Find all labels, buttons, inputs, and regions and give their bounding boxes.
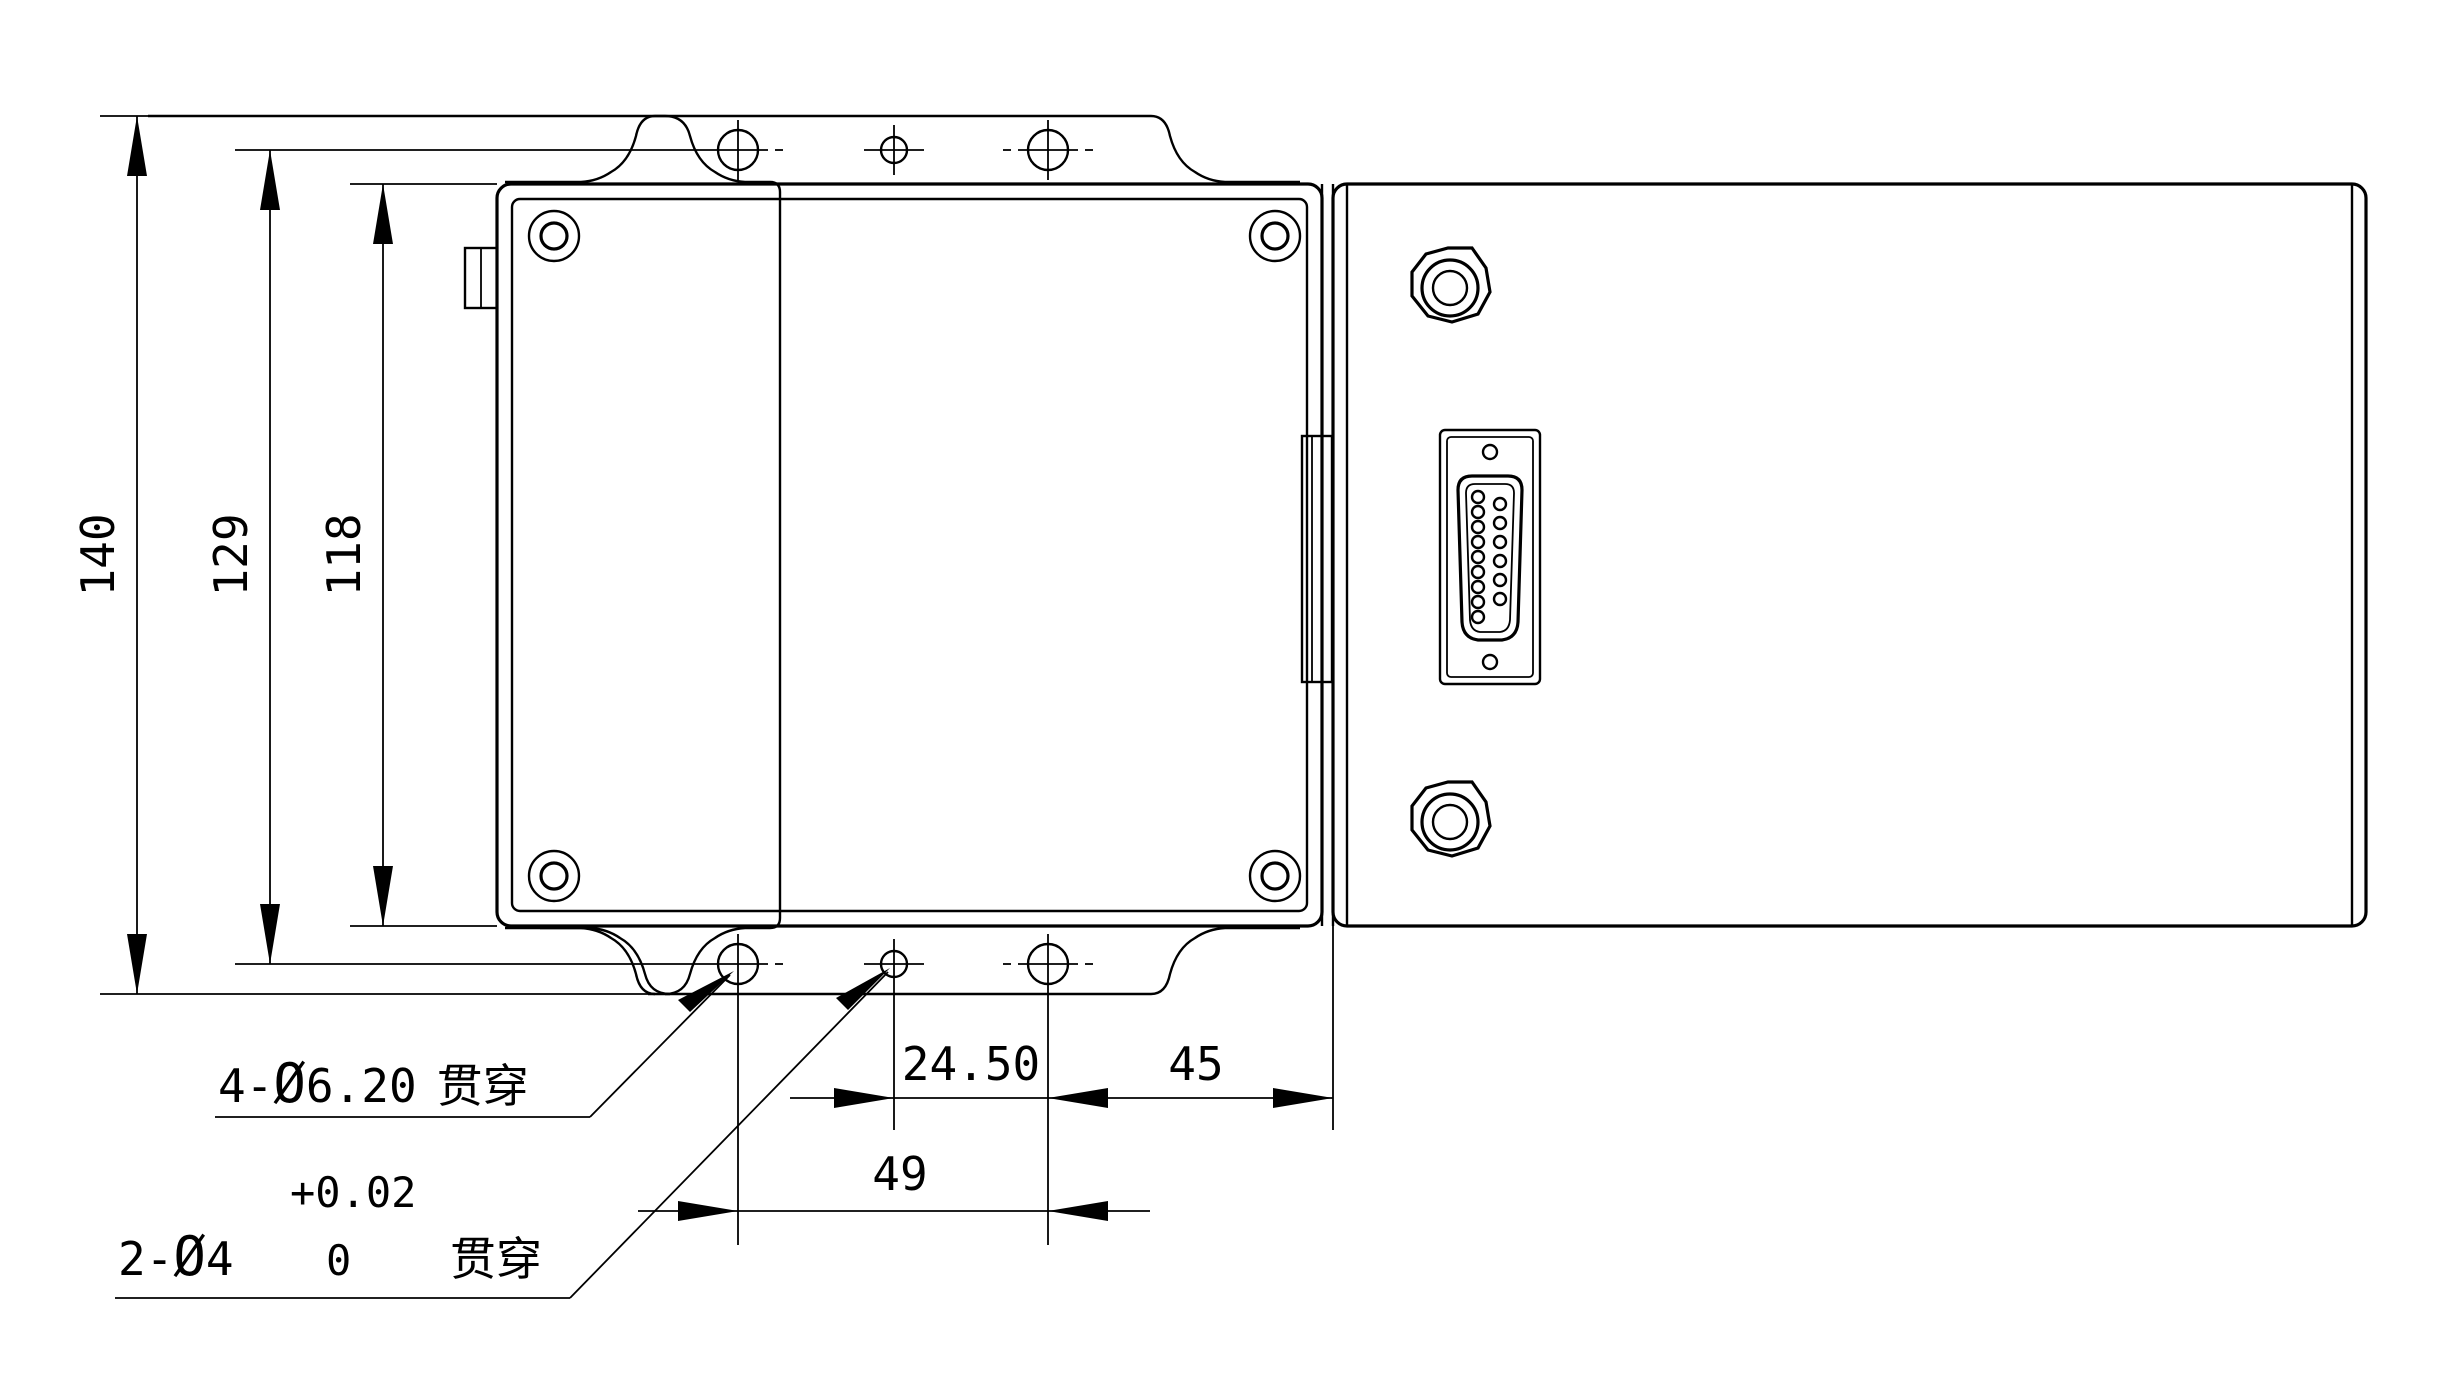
dim-129-label: 129 xyxy=(204,513,258,596)
flange-hole-top-right xyxy=(1003,120,1093,180)
flange-hole-bottom-right xyxy=(1003,934,1093,1245)
diameter-symbol: Ø xyxy=(273,1052,306,1115)
left-enclosure xyxy=(148,114,1324,1245)
enclosure-outer xyxy=(495,182,1324,928)
dim-45-label: 45 xyxy=(1168,1037,1223,1091)
dimension-118: 118 xyxy=(317,183,497,927)
dimension-49: 49 xyxy=(638,1147,1150,1221)
dsub-connector xyxy=(1438,428,1542,686)
right-housing xyxy=(1331,182,2368,928)
svg-text:2-Ø4: 2-Ø4 xyxy=(118,1225,234,1288)
flange-hole-top-left xyxy=(708,120,783,180)
housing-outer xyxy=(1331,182,2368,928)
pin-hole-top xyxy=(864,125,924,175)
pin-hole-lower-tol: 0 xyxy=(326,1236,351,1285)
flange-hole-bottom-left xyxy=(708,934,783,1245)
dimension-24-50: 24.50 45 xyxy=(790,926,1334,1130)
corner-screw-br xyxy=(1248,849,1302,903)
dimension-129: 129 xyxy=(204,149,708,965)
note-pin-holes: +0.02 2-Ø4 0 贯穿 xyxy=(115,968,890,1299)
pin-hole-diameter: 4 xyxy=(206,1232,234,1286)
cable-gland-top xyxy=(1410,246,1492,324)
thru-hole-suffix: 贯穿 xyxy=(437,1059,529,1113)
note-thru-holes: 4-Ø6.20 贯穿 xyxy=(215,971,734,1118)
diameter-symbol-2: Ø xyxy=(173,1225,206,1288)
enclosure-lid xyxy=(510,197,1309,913)
pin-hole-upper-tol: +0.02 xyxy=(290,1168,416,1217)
pin-hole-prefix: 2- xyxy=(118,1232,173,1286)
corner-screw-tl xyxy=(527,209,581,263)
dim-24-50-label: 24.50 xyxy=(902,1037,1040,1091)
dim-49-label: 49 xyxy=(872,1147,927,1201)
corner-screw-tr xyxy=(1248,209,1302,263)
corner-screw-bl xyxy=(527,849,581,903)
thru-hole-prefix: 4- xyxy=(218,1059,273,1113)
dimension-140: 140 xyxy=(71,115,660,995)
dim-118-label: 118 xyxy=(317,513,371,596)
thru-hole-diameter: 6.20 xyxy=(306,1059,417,1113)
cable-gland-bottom xyxy=(1410,780,1492,858)
mounting-flange xyxy=(148,114,782,996)
pin-hole-suffix: 贯穿 xyxy=(450,1232,542,1286)
dim-140-label: 140 xyxy=(71,513,125,596)
